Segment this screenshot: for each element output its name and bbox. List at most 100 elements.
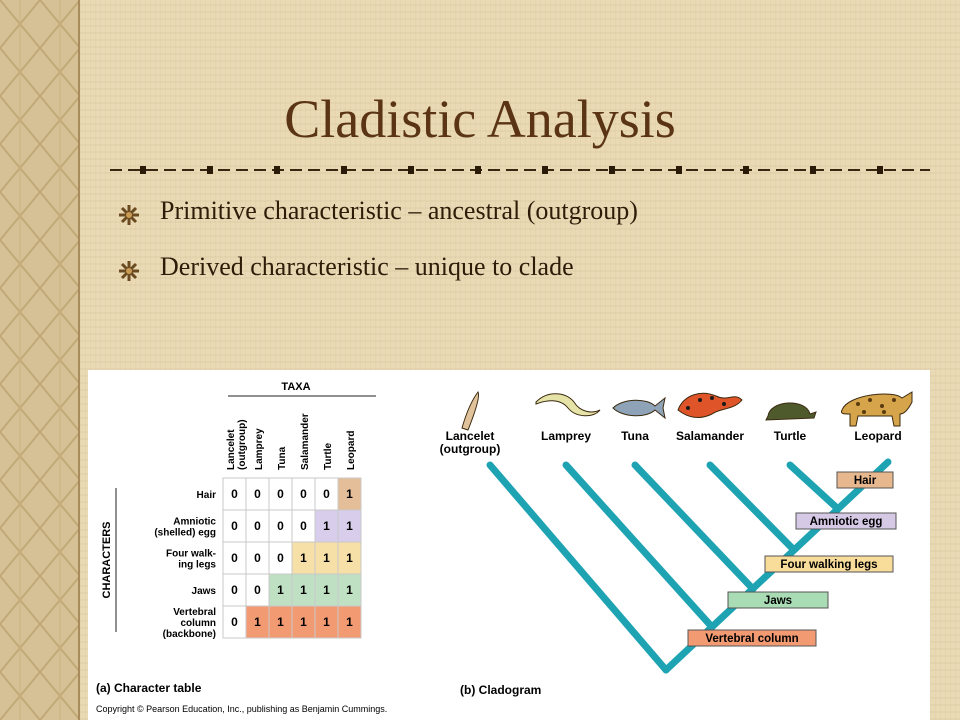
divider-dot xyxy=(274,166,280,174)
caption-cladogram: (b) Cladogram xyxy=(460,683,541,697)
table-cell-value: 1 xyxy=(254,615,261,629)
leopard-spot xyxy=(880,404,884,408)
salamander-icon xyxy=(677,392,743,418)
salamander-spot xyxy=(698,398,702,402)
trait-box xyxy=(795,512,897,530)
table-cell-value: 1 xyxy=(346,487,353,501)
trait-box xyxy=(727,591,829,609)
trait-box xyxy=(836,471,894,489)
salamander-spot xyxy=(722,402,726,406)
leopard-spot xyxy=(856,402,860,406)
table-cell-value: 0 xyxy=(300,487,307,501)
table-cell-value: 1 xyxy=(323,583,330,597)
table-cell-value: 1 xyxy=(323,519,330,533)
cladogram-branch xyxy=(486,461,670,674)
table-cell-value: 1 xyxy=(346,551,353,565)
salamander-spot xyxy=(686,406,690,410)
cladogram-taxon-label: Salamander xyxy=(676,429,744,443)
cladogram-branch xyxy=(631,461,757,593)
taxa-column-label: Turtle xyxy=(323,443,334,470)
divider-dot xyxy=(140,166,146,174)
table-cell-value: 0 xyxy=(231,519,238,533)
table-cell-value: 1 xyxy=(323,615,330,629)
star-bullet-icon xyxy=(119,205,139,225)
leopard-icon xyxy=(841,391,913,427)
taxa-heading: TAXA xyxy=(281,381,310,393)
divider-dot xyxy=(408,166,414,174)
table-cell-value: 1 xyxy=(300,551,307,565)
table-cell-value: 1 xyxy=(277,583,284,597)
trait-label: Amniotic egg xyxy=(810,516,883,528)
title-divider xyxy=(110,166,930,174)
table-cell-value: 0 xyxy=(254,551,261,565)
table-cell-value: 0 xyxy=(231,615,238,629)
trait-label: Jaws xyxy=(764,595,792,607)
salamander-spot xyxy=(710,396,714,400)
bullet-text: Derived characteristic – unique to clade xyxy=(160,252,574,281)
lamprey-icon xyxy=(535,393,601,417)
band-pattern xyxy=(0,0,80,720)
table-cell-value: 1 xyxy=(277,615,284,629)
slide-title: Cladistic Analysis xyxy=(284,89,676,149)
trait-label: Vertebral column xyxy=(705,633,798,645)
cladogram-taxon-label: Leopard xyxy=(854,429,901,443)
cladogram-taxon-label: Lancelet(outgroup) xyxy=(440,429,501,456)
table-cell-value: 1 xyxy=(323,551,330,565)
leopard-spot xyxy=(882,410,886,414)
taxa-column-label: Tuna xyxy=(277,446,288,470)
taxa-column-label: Salamander xyxy=(300,413,311,470)
table-cell-value: 0 xyxy=(277,487,284,501)
table-cell xyxy=(337,605,362,639)
cladogram-branch xyxy=(562,461,716,631)
divider-dot xyxy=(676,166,682,174)
table-cell-value: 0 xyxy=(277,551,284,565)
trait-box xyxy=(687,629,817,647)
trait-label: Hair xyxy=(854,475,877,487)
cladogram-branch xyxy=(706,461,798,554)
table-cell-value: 0 xyxy=(254,487,261,501)
divider-dot xyxy=(207,166,213,174)
character-row-label: Four walk-ing legs xyxy=(166,549,216,571)
taxa-column-label: Leopard xyxy=(346,431,357,470)
table-cell-value: 1 xyxy=(346,615,353,629)
cladogram-taxon-label: Turtle xyxy=(774,429,807,443)
trait-label: Four walking legs xyxy=(780,559,877,571)
table-cell-value: 0 xyxy=(323,487,330,501)
divider-dot xyxy=(542,166,548,174)
divider-dot xyxy=(877,166,883,174)
table-cell-value: 0 xyxy=(231,551,238,565)
trait-box xyxy=(764,555,894,573)
table-cell-value: 1 xyxy=(346,583,353,597)
taxa-column-label: Lamprey xyxy=(254,428,265,470)
leopard-spot xyxy=(862,410,866,414)
divider-dot xyxy=(609,166,615,174)
divider-dot xyxy=(743,166,749,174)
divider-dot xyxy=(810,166,816,174)
table-cell-value: 1 xyxy=(346,519,353,533)
character-row-label: Amniotic(shelled) egg xyxy=(154,517,216,539)
leopard-spot xyxy=(892,398,896,402)
table-cell-value: 0 xyxy=(254,519,261,533)
character-row-label: Hair xyxy=(197,490,217,501)
left-decorative-band xyxy=(0,0,80,720)
character-row-label: Jaws xyxy=(192,586,217,597)
divider-dot xyxy=(341,166,347,174)
tuna-icon xyxy=(612,396,666,420)
star-bullet-icon xyxy=(119,261,139,281)
bullet-text: Primitive characteristic – ancestral (ou… xyxy=(160,196,638,225)
table-cell-value: 1 xyxy=(300,615,307,629)
turtle-icon xyxy=(765,402,817,421)
caption-character-table: (a) Character table xyxy=(96,681,202,695)
table-cell-value: 1 xyxy=(300,583,307,597)
table-cell-value: 0 xyxy=(277,519,284,533)
lancelet-icon xyxy=(461,391,479,431)
copyright-notice: Copyright © Pearson Education, Inc., pub… xyxy=(96,704,387,714)
cladogram-branch xyxy=(786,461,842,513)
table-cell-value: 0 xyxy=(231,583,238,597)
cladogram-taxon-label: Lamprey xyxy=(541,429,591,443)
table-cell-value: 0 xyxy=(254,583,261,597)
cladogram-taxon-label: Tuna xyxy=(621,429,649,443)
divider-dot xyxy=(475,166,481,174)
